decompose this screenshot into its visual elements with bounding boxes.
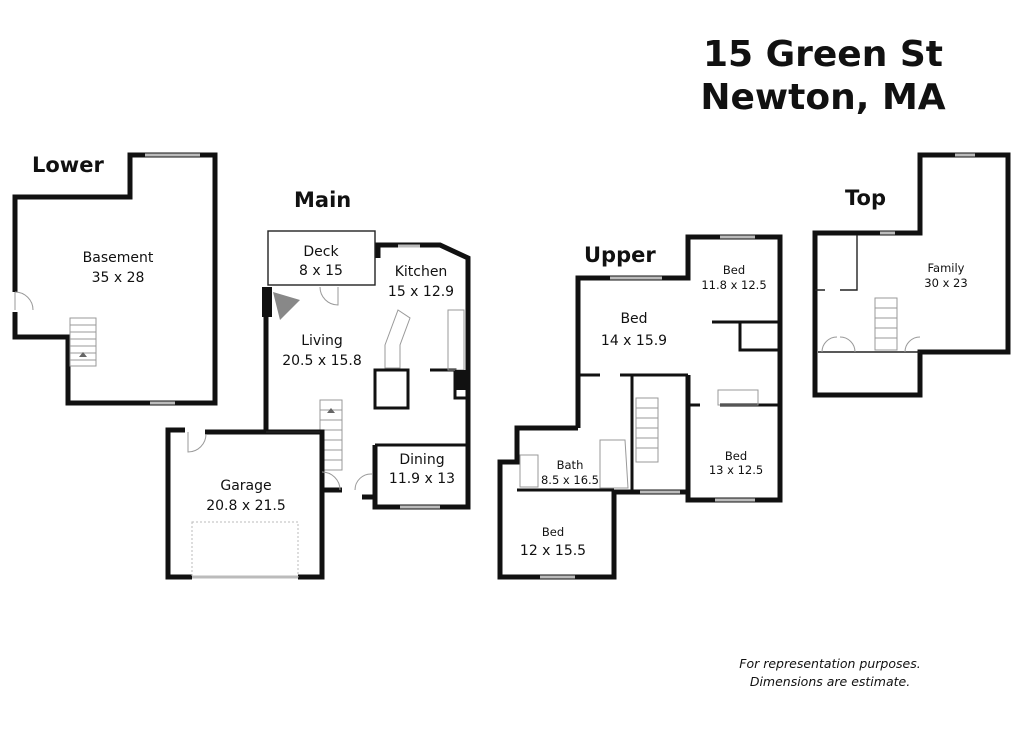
room-dims: 20.8 x 21.5 <box>206 498 286 514</box>
room-name: Dining <box>399 452 444 468</box>
room-name: Family <box>927 261 964 275</box>
room-dims: 35 x 28 <box>92 270 145 286</box>
room-name: Living <box>301 333 343 349</box>
room-dims: 8.5 x 16.5 <box>541 473 599 487</box>
room-name: Bed <box>620 311 647 327</box>
room-dims: 8 x 15 <box>299 263 343 279</box>
address-line-2: Newton, MA <box>700 77 945 118</box>
room-name: Deck <box>303 244 339 260</box>
room-dims: 11.9 x 13 <box>389 471 455 487</box>
room-name: Bed <box>723 263 745 277</box>
floor-label-upper: Upper <box>584 243 656 267</box>
room-name: Bed <box>542 525 564 539</box>
room-dims: 15 x 12.9 <box>388 284 454 300</box>
floor-label-lower: Lower <box>32 153 104 177</box>
room-name: Kitchen <box>395 264 448 280</box>
room-dims: 11.8 x 12.5 <box>701 278 766 292</box>
top-floor: Top Family 30 x 23 <box>812 152 1011 398</box>
upper-floor: Upper Bed 14 x 15.9 Bed 11.8 x 12.5 Bed … <box>497 234 783 580</box>
room-name: Basement <box>83 250 154 266</box>
room-dims: 12 x 15.5 <box>520 543 586 559</box>
floor-label-main: Main <box>294 188 351 212</box>
stairs-icon <box>69 317 97 367</box>
room-dims: 13 x 12.5 <box>709 463 763 477</box>
room-dims: 14 x 15.9 <box>601 333 667 349</box>
address-line-1: 15 Green St <box>703 34 943 75</box>
room-dims: 30 x 23 <box>924 276 967 290</box>
main-floor: Main Deck 8 x 15 Kitchen 15 x 12.9 Livin… <box>165 188 471 580</box>
room-dims: 20.5 x 15.8 <box>282 353 362 369</box>
floor-label-top: Top <box>845 186 886 210</box>
deck-outline <box>267 230 376 286</box>
lower-floor: Lower Basement 35 x 28 <box>11 152 218 406</box>
room-name: Bath <box>557 458 584 472</box>
disclaimer-line-1: For representation purposes. <box>739 656 920 671</box>
room-name: Garage <box>220 478 271 494</box>
disclaimer-line-2: Dimensions are estimate. <box>750 674 910 689</box>
room-name: Bed <box>725 449 747 463</box>
